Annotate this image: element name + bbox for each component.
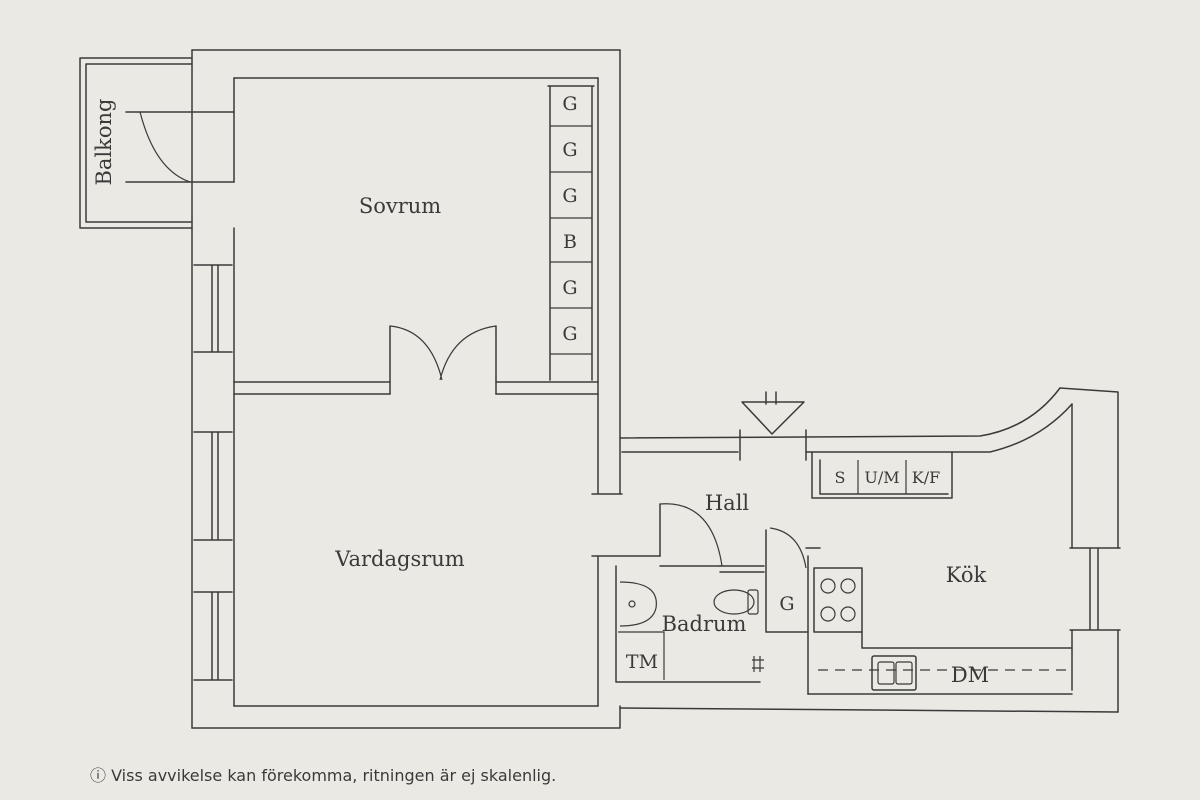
hall-door xyxy=(659,503,723,567)
wardrobe-label: G xyxy=(562,93,577,115)
disclaimer-text: ⓘ Viss avvikelse kan förekomma, ritninge… xyxy=(90,766,557,785)
toilet xyxy=(713,589,759,615)
hall-closet-label: G xyxy=(779,593,794,615)
balcony-door xyxy=(125,111,235,183)
outer-walls xyxy=(191,49,661,729)
wardrobe-label: B xyxy=(563,231,577,253)
hall-walls xyxy=(659,503,821,633)
closet-door xyxy=(769,527,807,569)
floor-drain xyxy=(752,656,764,672)
kitchen-counter xyxy=(818,631,1073,671)
dishwasher-label: DM xyxy=(951,663,989,687)
kitchen-unit-label: U/M xyxy=(864,468,899,487)
wardrobe-label: G xyxy=(562,139,577,161)
room-label-living: Vardagsrum xyxy=(334,547,465,571)
disclaimer: ⓘ Viss avvikelse kan förekomma, ritninge… xyxy=(90,762,556,786)
room-label-hall: Hall xyxy=(705,491,750,515)
wardrobe-label: G xyxy=(562,277,577,299)
entrance-marker xyxy=(741,391,805,435)
wardrobe-column xyxy=(547,85,595,381)
kitchen-unit-label: K/F xyxy=(912,468,940,487)
kitchen-unit-label: S xyxy=(835,468,846,487)
kitchen-cabinets xyxy=(811,451,953,499)
stove xyxy=(807,555,863,695)
wardrobe-label: G xyxy=(562,323,577,345)
room-label-bedroom: Sovrum xyxy=(359,194,441,218)
sink xyxy=(871,655,917,691)
room-label-balcony: Balkong xyxy=(92,98,116,185)
bedroom-double-door xyxy=(389,325,497,381)
room-label-kitchen: Kök xyxy=(946,563,987,587)
room-label-bathroom: Badrum xyxy=(662,612,747,636)
wardrobe-label: G xyxy=(562,185,577,207)
bathroom-walls xyxy=(615,565,761,683)
bedroom-wall xyxy=(233,325,599,395)
bathroom-sink xyxy=(619,581,657,627)
kitchen-walls xyxy=(619,387,1121,713)
washer-label: TM xyxy=(626,651,658,673)
balcony xyxy=(79,57,193,229)
